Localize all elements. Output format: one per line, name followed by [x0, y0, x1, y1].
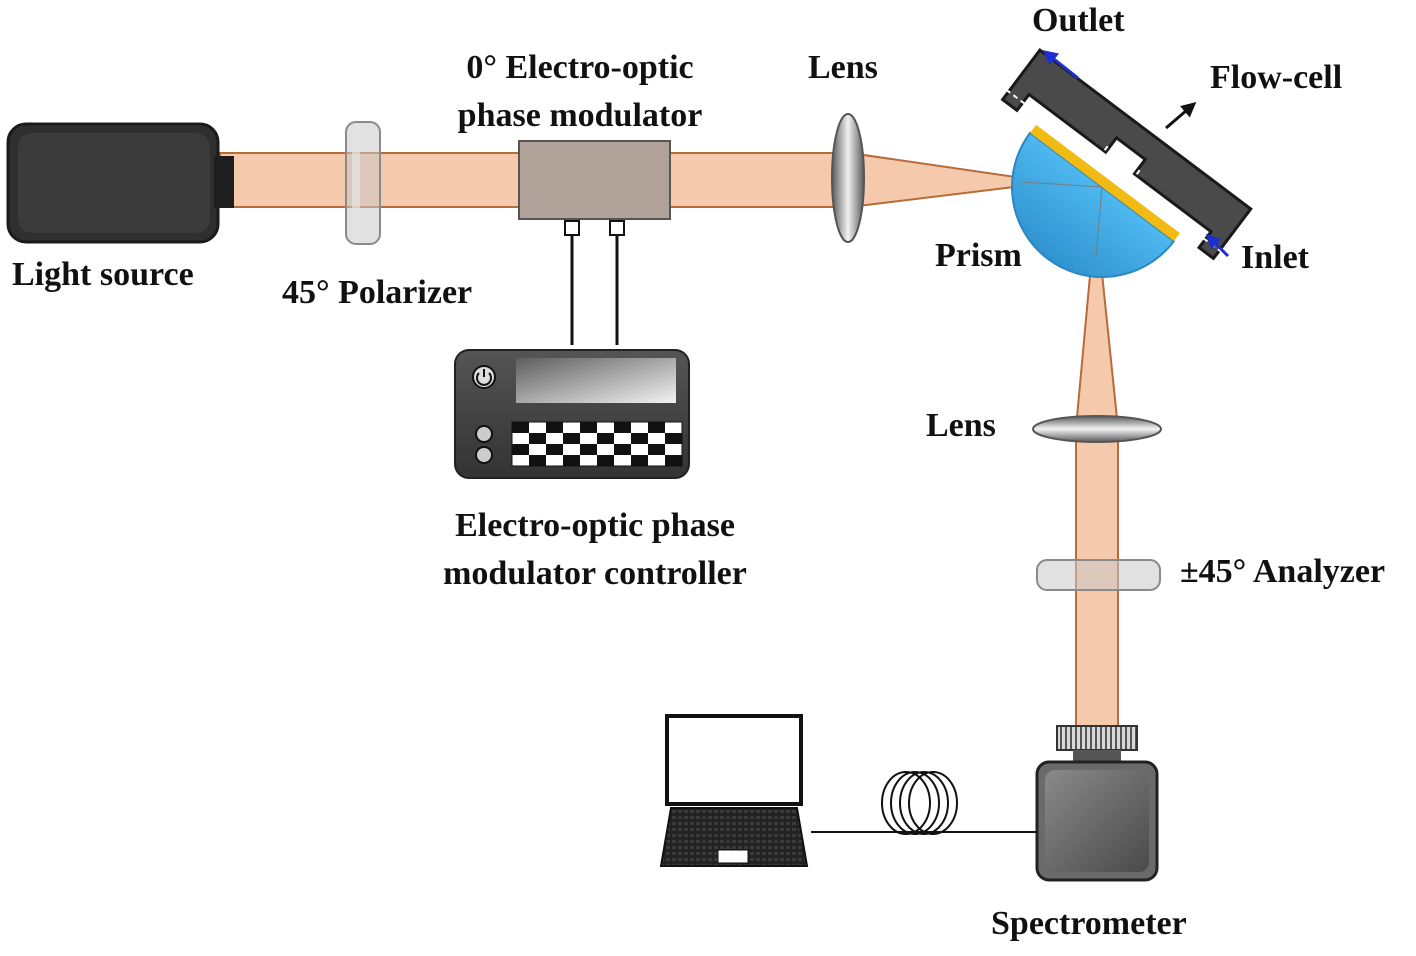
laptop-touchpad: [717, 849, 749, 864]
light-source-label: Light source: [12, 256, 194, 293]
inlet-arrow: [1205, 233, 1230, 258]
controller-label-line1: Electro-optic phase: [455, 507, 735, 544]
fiber-coupler: [1056, 725, 1138, 751]
analyzer: [1036, 559, 1161, 591]
lens-right-label: Lens: [926, 407, 996, 444]
reflection-ray: [1095, 186, 1103, 257]
laptop-screen: [665, 714, 803, 806]
collimating-lens: [1032, 415, 1162, 443]
reflected-beam: [1074, 253, 1120, 429]
power-icon: [472, 365, 496, 389]
focused-beam: [849, 151, 1023, 209]
controller-label-line2: modulator controller: [443, 555, 747, 592]
spectrometer: [1035, 725, 1159, 882]
prism-flowcell-assembly: [969, 47, 1259, 281]
laptop-keyboard: [659, 807, 809, 867]
analyzer-label: ±45° Analyzer: [1180, 553, 1386, 590]
outlet-arrow: [1042, 50, 1079, 80]
controller-knob: [475, 446, 493, 464]
light-source: [6, 122, 234, 244]
polarizer-label: 45° Polarizer: [282, 274, 473, 311]
flow-cell-label: Flow-cell: [1210, 59, 1343, 96]
laptop: [659, 714, 809, 867]
optical-fiber: [811, 771, 1037, 835]
polarizer: [345, 121, 381, 245]
prism-label: Prism: [935, 237, 1022, 274]
outlet-label: Outlet: [1032, 2, 1125, 39]
modulator-label-line2: phase modulator: [457, 97, 703, 134]
phase-modulator: [518, 140, 671, 345]
reflection-ray: [1021, 181, 1103, 188]
flow-cell: [1000, 47, 1253, 261]
focusing-lens: [831, 113, 865, 243]
spectrometer-label: Spectrometer: [991, 905, 1187, 942]
flow-cell-pointer: [1165, 102, 1197, 130]
prism: [1011, 131, 1176, 278]
gold-film: [1030, 124, 1180, 242]
modulator-label-line1: 0° Electro-optic: [466, 49, 694, 86]
lens-top-label: Lens: [808, 49, 878, 86]
modulator-controller: [454, 349, 690, 479]
controller-knob: [475, 425, 493, 443]
inlet-label: Inlet: [1241, 239, 1309, 276]
